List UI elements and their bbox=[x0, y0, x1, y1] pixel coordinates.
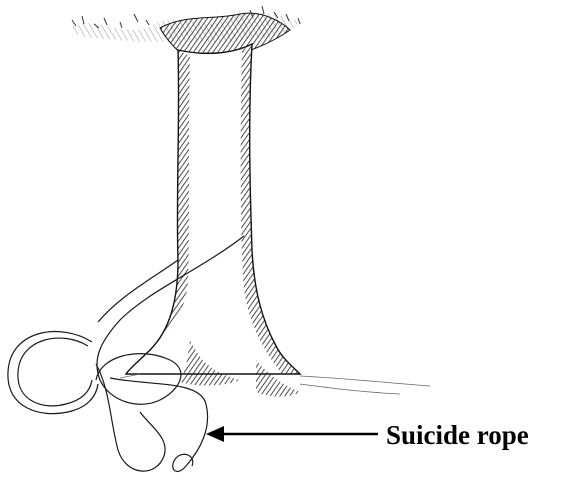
rope-arrow bbox=[206, 426, 378, 442]
suicide-rope-label: Suicide rope bbox=[386, 420, 529, 451]
tree-trunk bbox=[120, 44, 430, 397]
